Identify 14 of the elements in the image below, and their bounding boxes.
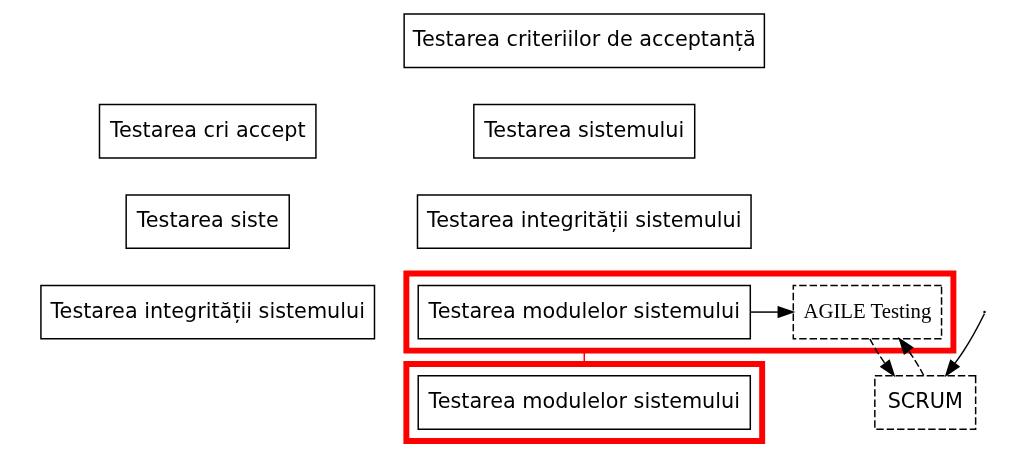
- node-box: Testarea sistemului: [472, 103, 695, 159]
- node-box: AGILE Testing: [792, 284, 942, 340]
- cluster: [402, 361, 765, 444]
- node-box: SCRUM: [873, 375, 976, 430]
- arrow: [944, 313, 985, 378]
- node-box: Testarea integrității sistemului: [39, 284, 375, 340]
- node-box: Testarea modulelor sistemului: [417, 284, 751, 340]
- node-box: Testarea cri accept: [98, 103, 317, 159]
- node-box: Testarea siste: [124, 194, 290, 250]
- arrow: [749, 305, 795, 319]
- node-box: Testarea criteriilor de acceptanță: [402, 13, 765, 69]
- node-box: Testarea modulelor sistemului: [417, 375, 751, 430]
- arrow: [897, 337, 924, 377]
- node-box: Testarea integrității sistemului: [416, 194, 752, 250]
